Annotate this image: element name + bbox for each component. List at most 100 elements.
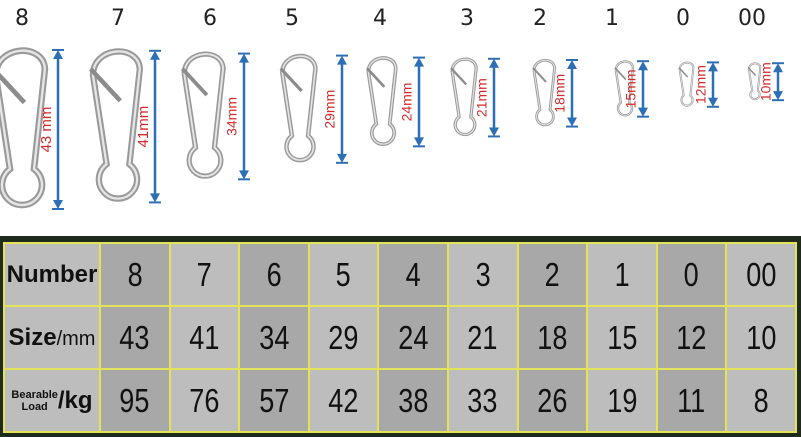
cell-size-9: 10 xyxy=(725,305,797,370)
size-value: 34 xyxy=(258,318,290,356)
cell-size-5: 21 xyxy=(446,305,519,370)
cell-load-3: 42 xyxy=(307,368,380,433)
number-value: 00 xyxy=(746,255,777,293)
load-value: 76 xyxy=(189,381,220,419)
cell-number-6: 2 xyxy=(516,242,589,307)
cell-size-7: 15 xyxy=(586,305,658,370)
snap-swivel-00 xyxy=(747,62,762,101)
snap-number-label: 00 xyxy=(738,6,766,31)
cell-number-5: 3 xyxy=(446,242,519,307)
cell-load-7: 19 xyxy=(586,368,658,433)
size-dimension-label: 15mm xyxy=(623,69,639,108)
cell-number-7: 1 xyxy=(586,242,658,307)
dimension-arrow xyxy=(566,59,578,128)
snap-swivel-4 xyxy=(366,56,398,146)
dimension-arrow xyxy=(488,57,500,138)
size-value: 18 xyxy=(537,318,568,356)
size-value: 21 xyxy=(467,318,498,356)
size-value: 10 xyxy=(746,318,777,356)
cell-load-0: 95 xyxy=(99,368,171,433)
cell-size-3: 29 xyxy=(307,305,380,370)
cell-load-8: 11 xyxy=(655,368,728,433)
size-dimension-label: 34mm xyxy=(224,97,240,136)
size-dimension-label: 12mm xyxy=(693,65,709,104)
size-value: 12 xyxy=(676,318,707,356)
snap-swivel-6 xyxy=(180,51,226,179)
size-dimension-label: 24mm xyxy=(399,83,415,122)
snap-swivel-8 xyxy=(0,47,49,209)
load-value: 57 xyxy=(258,381,290,419)
dimension-arrow xyxy=(52,49,64,210)
cell-number-8: 0 xyxy=(655,242,728,307)
size-value: 29 xyxy=(328,318,359,356)
load-value: 42 xyxy=(328,381,359,419)
size-dimension-label: 29mm xyxy=(322,90,338,129)
snap-number-label: 2 xyxy=(533,6,547,31)
snap-number-label: 3 xyxy=(460,6,474,31)
snap-swivel-3 xyxy=(450,57,478,137)
size-dimension-label: 43 mm xyxy=(38,107,55,153)
cell-number-1: 7 xyxy=(168,242,241,307)
cell-size-6: 18 xyxy=(516,305,589,370)
snap-swivel-2 xyxy=(532,58,556,127)
number-value: 8 xyxy=(127,255,143,293)
snap-swivel-5 xyxy=(279,53,318,163)
size-dimension-label: 18mm xyxy=(552,74,568,113)
cell-number-0: 8 xyxy=(99,242,171,307)
cell-size-2: 34 xyxy=(238,305,310,370)
snap-number-label: 0 xyxy=(676,6,690,31)
snap-swivel-1 xyxy=(614,60,635,117)
load-value: 26 xyxy=(537,381,568,419)
load-value: 95 xyxy=(119,381,150,419)
cell-number-4: 4 xyxy=(377,242,449,307)
dimension-arrow xyxy=(336,54,348,164)
cell-number-2: 6 xyxy=(238,242,310,307)
load-label-line2: Load xyxy=(21,400,48,413)
snap-number-label: 4 xyxy=(373,6,387,31)
cell-load-2: 57 xyxy=(238,368,310,433)
cell-load-4: 38 xyxy=(377,368,449,433)
number-value: 4 xyxy=(405,255,421,293)
load-value: 8 xyxy=(753,381,769,419)
snap-number-label: 7 xyxy=(111,6,125,31)
size-value: 15 xyxy=(606,318,638,356)
cell-load-6: 26 xyxy=(516,368,589,433)
size-dimension-label: 21mm xyxy=(474,78,490,117)
cell-load-9: 8 xyxy=(725,368,797,433)
load-unit: /kg xyxy=(57,386,93,414)
number-value: 7 xyxy=(196,255,212,293)
snap-number-label: 1 xyxy=(605,6,619,31)
dimension-arrow xyxy=(149,49,161,204)
size-value: 43 xyxy=(119,318,150,356)
snap-number-label: 5 xyxy=(285,6,299,31)
load-value: 33 xyxy=(467,381,498,419)
size-value: 41 xyxy=(189,318,220,356)
load-value: 38 xyxy=(398,381,429,419)
cell-size-4: 24 xyxy=(377,305,449,370)
cell-size-8: 12 xyxy=(655,305,728,370)
cell-number-9: 00 xyxy=(725,242,797,307)
number-value: 2 xyxy=(544,255,560,293)
number-value: 5 xyxy=(336,255,352,293)
dimension-arrow xyxy=(772,62,784,102)
number-value: 1 xyxy=(614,255,630,293)
row-header-number: Number xyxy=(3,242,101,307)
dimension-arrow xyxy=(637,60,649,118)
cell-number-3: 5 xyxy=(307,242,380,307)
load-label-line1: Bearable xyxy=(11,388,58,401)
cell-load-5: 33 xyxy=(446,368,519,433)
load-value: 11 xyxy=(677,381,706,419)
cell-load-1: 76 xyxy=(168,368,241,433)
snap-swivel-7 xyxy=(89,48,144,202)
size-dimension-label: 41mm xyxy=(135,106,152,148)
cell-size-1: 41 xyxy=(168,305,241,370)
snap-swivel-0 xyxy=(678,61,695,107)
